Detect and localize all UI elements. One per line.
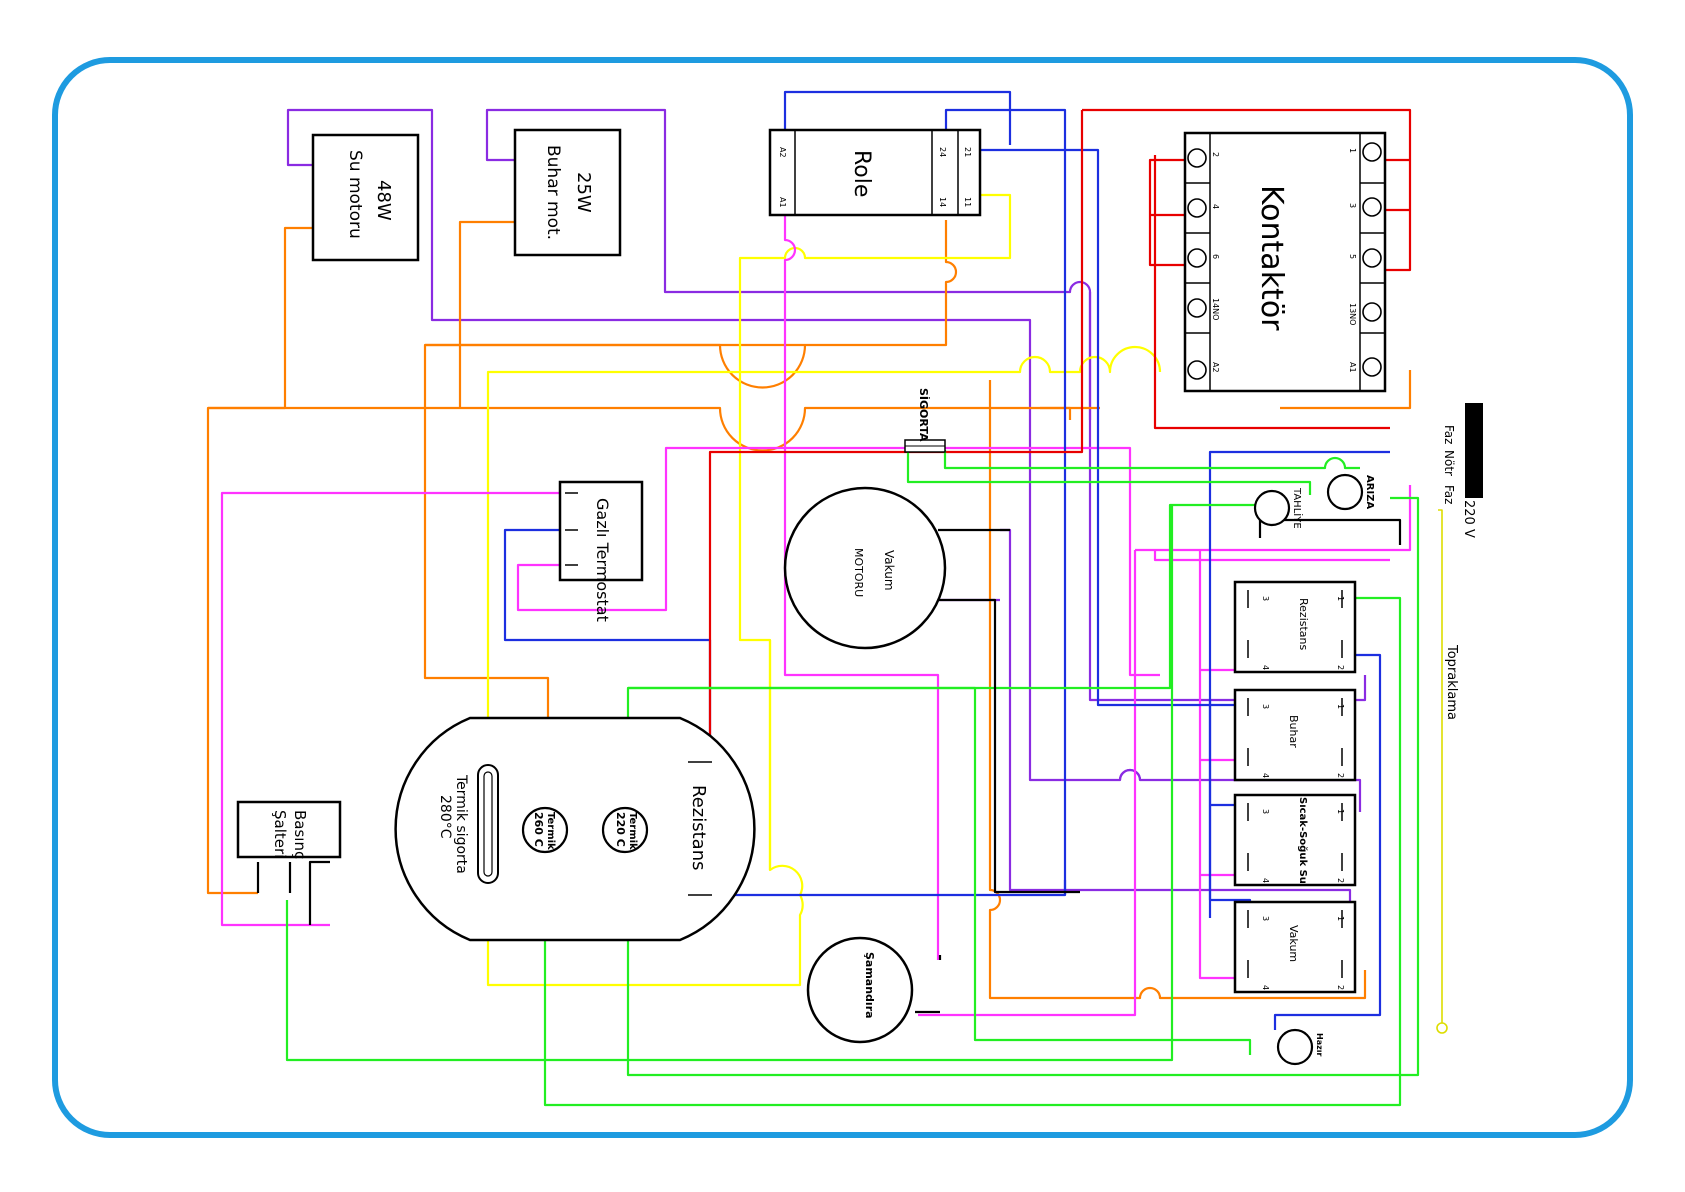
supply-faz-1: Faz xyxy=(1442,425,1456,444)
ariza-lamp: ARIZA xyxy=(1326,473,1375,511)
vakum-motoru: Vakum MOTORU xyxy=(783,486,947,650)
role: Role A2 A1 24 14 21 11 xyxy=(768,128,982,217)
role-pin-a2: A2 xyxy=(778,147,787,158)
basinc-salteri: Basınç Şalteri xyxy=(236,800,342,859)
switch-buhar-label: Buhar xyxy=(1287,715,1300,748)
basinc-label-1: Basınç xyxy=(291,810,309,859)
tank: Rezistans Termik sigorta 280°C Termik 26… xyxy=(394,716,756,942)
wires xyxy=(206,90,1443,1107)
switch-rezistans-pin-2: 2 xyxy=(1336,665,1345,670)
tank-rezistans-label: Rezistans xyxy=(688,785,709,870)
kontaktor-name: Kontaktör xyxy=(1254,185,1289,331)
supply-terminal: Faz Nötr Faz 220 V xyxy=(1442,403,1483,538)
switch-sicak-soguk-pin-1: 1 xyxy=(1336,809,1345,814)
supply-voltage: 220 V xyxy=(1461,500,1476,538)
switch-sicak-soguk: Sıcak-Soğuk Su 3 1 4 2 xyxy=(1233,793,1357,887)
kontaktor-pin-6: 6 xyxy=(1211,254,1220,259)
wire-group-black xyxy=(256,518,1402,1014)
gazli-termostat: Gazlı Termostat xyxy=(558,480,644,622)
switch-vakum-pin-2: 2 xyxy=(1336,985,1345,990)
buhar-motoru-power: 25W xyxy=(573,172,594,213)
role-pin-a1: A1 xyxy=(778,197,787,208)
switch-sicak-soguk-pin-3: 3 xyxy=(1261,809,1270,814)
samandira: Şamandıra xyxy=(806,936,914,1044)
kontaktor-pin-5: 5 xyxy=(1348,254,1357,259)
kontaktor-pin-a1: A1 xyxy=(1348,362,1357,373)
topraklama: Topraklama xyxy=(1436,644,1459,1034)
buhar-motoru-name: Buhar mot. xyxy=(543,145,563,240)
switch-sicak-soguk-label: Sıcak-Soğuk Su xyxy=(1297,797,1309,884)
switch-buhar-pin-1: 1 xyxy=(1336,704,1345,709)
switch-vakum-pin-4: 4 xyxy=(1261,985,1270,990)
kontaktor-pin-3: 3 xyxy=(1348,203,1357,208)
switch-rezistans: Rezistans 3 1 4 2 xyxy=(1233,580,1357,674)
role-pin-24: 24 xyxy=(938,147,947,157)
switch-rezistans-pin-4: 4 xyxy=(1261,665,1270,670)
vakum-motoru-label-2: MOTORU xyxy=(852,548,865,597)
topraklama-label: Topraklama xyxy=(1444,644,1459,720)
role-name: Role xyxy=(849,150,874,197)
wire-group-red xyxy=(708,108,1412,780)
kontaktor-pin-1: 1 xyxy=(1348,148,1357,153)
switch-buhar-pin-4: 4 xyxy=(1261,773,1270,778)
kontaktor-pin-2: 2 xyxy=(1211,152,1220,157)
vakum-motoru-label-1: Vakum xyxy=(882,550,896,591)
wire-group-yellow xyxy=(486,193,1162,987)
su-motoru: 48W Su motoru xyxy=(311,133,420,262)
kontaktor-pin-13no: 13NO xyxy=(1348,303,1357,325)
ariza-label: ARIZA xyxy=(1364,475,1375,509)
supply-faz-2: Faz xyxy=(1442,485,1456,504)
switch-sicak-soguk-pin-4: 4 xyxy=(1261,878,1270,883)
buhar-motoru: 25W Buhar mot. xyxy=(513,128,622,257)
role-pin-14: 14 xyxy=(938,197,947,207)
switch-buhar-pin-3: 3 xyxy=(1261,704,1270,709)
termostat-label: Gazlı Termostat xyxy=(593,498,612,622)
switch-rezistans-pin-1: 1 xyxy=(1336,596,1345,601)
diagram-frame xyxy=(52,57,1633,1138)
role-pin-21: 21 xyxy=(963,147,972,157)
kontaktor-pin-14no: 14NO xyxy=(1211,298,1220,320)
kontaktor-pin-4: 4 xyxy=(1211,204,1220,209)
supply-notr: Nötr xyxy=(1442,450,1456,476)
samandira-label: Şamandıra xyxy=(863,952,876,1019)
role-pin-11: 11 xyxy=(963,197,972,207)
termik-220-temp: 220 C xyxy=(614,812,627,847)
switch-sicak-soguk-pin-2: 2 xyxy=(1336,878,1345,883)
tahliye-lamp: TAHLİYE xyxy=(1253,487,1304,529)
termik-sigorta-temp: 280°C xyxy=(437,795,453,839)
wire-group-earth xyxy=(1438,509,1443,1025)
su-motoru-name: Su motoru xyxy=(345,150,365,239)
wire-group-green xyxy=(285,450,1420,1107)
basinc-label-2: Şalteri xyxy=(271,810,289,858)
switch-rezistans-label: Rezistans xyxy=(1297,598,1310,651)
switch-buhar: Buhar 3 1 4 2 xyxy=(1233,688,1357,782)
switch-vakum-pin-3: 3 xyxy=(1261,916,1270,921)
switch-vakum: Vakum 3 1 4 2 xyxy=(1233,900,1357,994)
switch-rezistans-pin-3: 3 xyxy=(1261,596,1270,601)
hazir-label: Hazır xyxy=(1315,1033,1324,1056)
kontaktor: Kontaktör 2 4 6 14NO A2 1 3 5 13NO A1 xyxy=(1183,131,1387,393)
termik-260-label: Termik xyxy=(545,812,556,850)
termik-sigorta-label: Termik sigorta xyxy=(453,774,469,874)
termik-220-label: Termik xyxy=(627,812,638,850)
su-motoru-power: 48W xyxy=(373,180,394,221)
kontaktor-pin-a2: A2 xyxy=(1211,362,1220,373)
sigorta-label: SİGORTA xyxy=(917,388,931,442)
tahliye-label: TAHLİYE xyxy=(1291,487,1304,529)
wire-group-blue xyxy=(503,90,1390,1030)
switch-buhar-pin-2: 2 xyxy=(1336,773,1345,778)
termik-260-temp: 260 C xyxy=(532,812,545,847)
hazir-lamp: Hazır xyxy=(1276,1028,1324,1066)
sigorta: SİGORTA xyxy=(904,388,946,453)
switch-vakum-label: Vakum xyxy=(1287,925,1300,962)
switch-vakum-pin-1: 1 xyxy=(1336,916,1345,921)
wire-group-orange xyxy=(206,220,1412,1000)
